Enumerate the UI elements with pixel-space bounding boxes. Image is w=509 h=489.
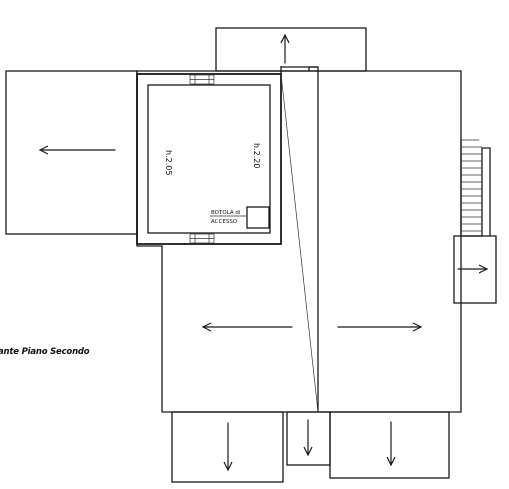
stair-landing [453, 235, 497, 304]
height-label-left: h.2.05 [164, 150, 173, 175]
height-label-right: h.2.20 [252, 143, 261, 168]
ridge-line-center [309, 66, 319, 412]
window-bottom [189, 233, 215, 244]
left-roof-slope [5, 70, 138, 235]
access-hatch-label-2: ACCESSO [211, 219, 238, 225]
plan-caption: ante Piano Secondo [0, 347, 90, 357]
bottom-roof-slope-left [171, 411, 284, 483]
access-hatch-label-1: BOTOLA di [211, 210, 241, 216]
loft-room-inner-wall [147, 84, 271, 234]
top-roof-slope [215, 27, 367, 72]
external-stair [460, 139, 491, 237]
bottom-roof-slope-right [329, 411, 450, 479]
diagonal-valley [280, 73, 319, 413]
loft-room-outer-wall [136, 73, 282, 245]
window-top [189, 74, 215, 85]
central-block-outline [136, 70, 462, 413]
access-hatch [246, 206, 270, 229]
